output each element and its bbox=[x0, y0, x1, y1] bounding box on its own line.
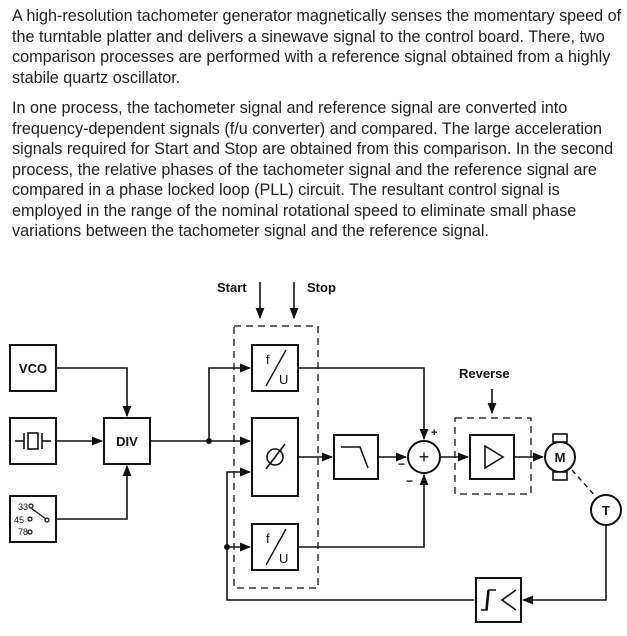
fu-converter-upper bbox=[251, 344, 299, 392]
summing-inputs bbox=[298, 367, 429, 548]
reverse-dashed-box bbox=[454, 417, 532, 495]
sum-input-minus-left: − bbox=[398, 457, 405, 471]
motor-terminal-top bbox=[552, 433, 568, 443]
quartz-crystal-icon bbox=[15, 432, 51, 450]
speed-45: 45 bbox=[14, 515, 24, 525]
phase-comparator-icon bbox=[265, 443, 286, 470]
lowpass-filter-icon bbox=[341, 446, 369, 469]
sum-input-minus-bottom: − bbox=[406, 474, 413, 488]
fu-upper-f: f bbox=[266, 352, 270, 367]
fu-converter-lower bbox=[251, 523, 299, 571]
speed-78: 78 bbox=[18, 527, 28, 537]
tacho-feedback-lines bbox=[226, 467, 474, 601]
speed-selector-switch-icon bbox=[27, 503, 50, 535]
reverse-label: Reverse bbox=[459, 366, 510, 381]
fu-divider-upper bbox=[265, 349, 287, 387]
paragraph-1: A high-resolution tachometer generator m… bbox=[12, 7, 622, 87]
stop-label: Stop bbox=[307, 280, 336, 295]
paragraph-2: In one process, the tachometer signal an… bbox=[12, 99, 614, 240]
schmitt-trigger-icon bbox=[481, 589, 517, 611]
junction-tacho bbox=[224, 544, 230, 550]
fu-upper-u: U bbox=[279, 372, 288, 387]
fu-lower-f: f bbox=[266, 531, 270, 546]
schmitt-trigger-block bbox=[475, 577, 522, 623]
sum-input-plus: + bbox=[431, 427, 437, 439]
div-inputs bbox=[56, 367, 132, 520]
vco-label: VCO bbox=[19, 361, 47, 376]
summing-plus: + bbox=[419, 447, 430, 467]
motor-shaft-link bbox=[571, 469, 597, 498]
div-output-lines bbox=[150, 363, 252, 446]
tacho-label: T bbox=[602, 503, 610, 518]
motor-terminal-bottom bbox=[552, 471, 568, 481]
junction-div bbox=[206, 438, 212, 444]
lowpass-filter-block bbox=[333, 434, 379, 480]
div-label: DIV bbox=[116, 434, 138, 449]
fu-lower-u: U bbox=[279, 551, 288, 566]
start-stop-dashed-box bbox=[233, 325, 319, 589]
start-label: Start bbox=[217, 280, 247, 295]
speed-33: 33 bbox=[18, 502, 28, 512]
amplifier-triangle-icon bbox=[484, 444, 505, 470]
div-block bbox=[103, 417, 151, 465]
amplifier-block bbox=[469, 434, 515, 480]
motor-label: M bbox=[555, 450, 566, 465]
tacho-to-schmitt-line bbox=[521, 525, 607, 605]
fu-divider-lower bbox=[265, 528, 287, 566]
